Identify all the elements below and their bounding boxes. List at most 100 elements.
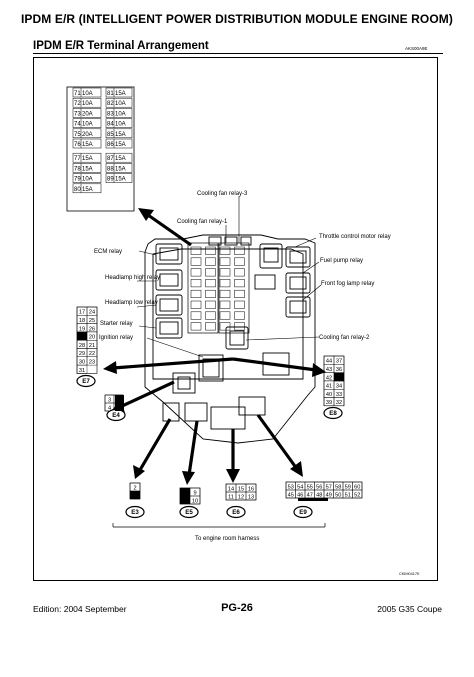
pin-number: 45 xyxy=(288,492,294,498)
fuse-slot xyxy=(234,289,245,298)
pin-number: 40 xyxy=(326,392,332,398)
fuse-slot xyxy=(234,300,245,309)
connector-badge xyxy=(323,406,343,420)
pin-number: 53 xyxy=(288,484,294,490)
e6-socket xyxy=(210,406,246,430)
fuse-rating: 10A xyxy=(115,111,126,117)
fuse-rating: 15A xyxy=(115,91,126,97)
throttle-relay-body xyxy=(285,246,311,268)
pin-number: 51 xyxy=(345,492,351,498)
fuse-rating: 20A xyxy=(82,132,93,138)
fuse-entry-box xyxy=(72,138,102,149)
fuse-entry-box xyxy=(105,108,133,118)
pin-number: 9 xyxy=(193,490,196,496)
fuse-entry-box xyxy=(105,138,133,149)
connector-name: E4 xyxy=(112,412,120,419)
fuse-entry-box xyxy=(72,97,102,108)
pin-number: 30 xyxy=(79,360,85,366)
pin-number: 24 xyxy=(89,310,95,316)
fuse-rating: 10A xyxy=(115,122,126,128)
ignition-relay-label: Ignition relay xyxy=(99,335,133,341)
fuse-number: 72 xyxy=(74,101,81,107)
pin-number: 10 xyxy=(192,498,198,504)
fuse-slot xyxy=(190,279,202,288)
fuse-slot xyxy=(190,322,202,331)
fuse-rating: 15A xyxy=(82,166,93,172)
fuse-slot xyxy=(219,311,231,320)
pin-marker xyxy=(298,498,328,501)
pin-number: 12 xyxy=(238,494,244,500)
pin-cell xyxy=(245,491,257,501)
fuse-number: 80 xyxy=(74,187,81,193)
fuse-block xyxy=(187,242,250,334)
connector-name: E3 xyxy=(131,509,139,516)
harness-note: To engine room harness xyxy=(195,536,259,542)
connector-badge xyxy=(125,505,145,519)
pin-marker xyxy=(180,488,190,504)
pin-number: 39 xyxy=(326,400,332,406)
fuse-rating: 10A xyxy=(82,91,93,97)
figure-code: AKS00A9E xyxy=(405,46,428,51)
fuse-block-left xyxy=(187,242,219,334)
pin-number: 18 xyxy=(79,318,85,324)
cooling-fan-relay-2-inner xyxy=(229,330,245,346)
e9-socket xyxy=(238,396,266,416)
cooling-fan-relay-2-body xyxy=(225,326,249,350)
fuse-number: 74 xyxy=(74,122,81,128)
fuse-list-border xyxy=(66,86,135,212)
pin-number: 56 xyxy=(316,484,322,490)
fog-lamp-relay-inner xyxy=(289,300,307,314)
connector-name: E6 xyxy=(232,509,240,516)
headlamp-low-relay-label: Headlamp low relay xyxy=(105,300,158,306)
headlamp-high-relay-inner xyxy=(159,273,179,287)
fuse-slot xyxy=(205,279,216,288)
relay-block-outline xyxy=(152,248,304,380)
pin-number: 4 xyxy=(108,405,111,411)
fuse-slot xyxy=(234,268,245,277)
pin-number: 54 xyxy=(297,484,303,490)
pin-number: 36 xyxy=(336,367,342,373)
fuse-entry-box xyxy=(72,87,102,98)
fuse-number: 89 xyxy=(107,177,114,183)
throttle-relay-label: Throttle control motor relay xyxy=(319,234,391,240)
fuse-entry-box xyxy=(105,163,133,173)
pin-number: 43 xyxy=(326,367,332,373)
pin-number: 31 xyxy=(79,368,85,374)
fog-lamp-relay-body xyxy=(285,296,311,318)
pin-number: 19 xyxy=(79,326,85,332)
connector-badge xyxy=(226,505,246,519)
connector-name: E7 xyxy=(82,378,90,385)
fuse-rating: 15A xyxy=(82,187,93,193)
fuse-rating: 10A xyxy=(82,177,93,183)
pin-number: 2 xyxy=(133,485,136,491)
pin-cell xyxy=(333,397,345,407)
pointer-arrows xyxy=(103,208,326,485)
fuse-slot xyxy=(190,311,202,320)
fuse-slot xyxy=(219,246,231,255)
fuse-number: 87 xyxy=(107,156,114,162)
pin-number: 23 xyxy=(89,360,95,366)
fuse-number: 88 xyxy=(107,166,114,172)
fuse-entry-box xyxy=(72,163,102,173)
pin-number: 26 xyxy=(89,326,95,332)
fuse-slot xyxy=(205,300,216,309)
fuel-pump-relay-inner xyxy=(289,276,307,290)
cooling-fan-relay-3-inner xyxy=(263,247,279,263)
fuse-number: 77 xyxy=(74,156,81,162)
ecm-relay-body xyxy=(155,243,183,265)
cooling-fan-relay-2-label: Cooling fan relay-2 xyxy=(319,335,370,341)
pin-number: 32 xyxy=(336,400,342,406)
fuse-slot xyxy=(205,322,216,331)
fuse-slot xyxy=(190,257,202,266)
fuse-slot xyxy=(205,246,216,255)
